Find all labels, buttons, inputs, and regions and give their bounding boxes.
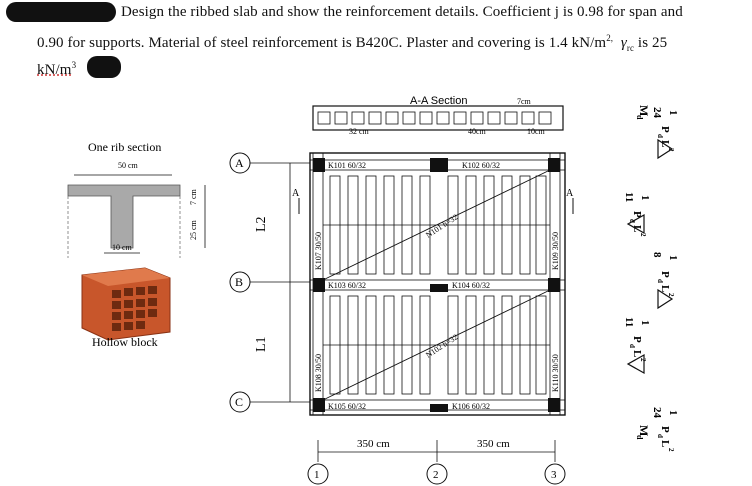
coef-den-2: 11 — [623, 192, 635, 202]
slab-plan: K101 60/32 K102 60/32 K103 60/32 K104 60… — [292, 152, 574, 416]
problem-line-2: 0.90 for supports. Material of steel rei… — [37, 33, 667, 53]
coef-num-5: 1 — [667, 410, 679, 416]
dim-topping: 32 cm — [349, 127, 370, 136]
grid-label-2: 2 — [433, 469, 439, 481]
coef-den-1: 24 — [651, 107, 663, 119]
hollow-block-image: Hollow block — [81, 267, 171, 349]
coef-num-3: 1 — [667, 255, 679, 261]
rib-depth-total: 25 cm — [189, 219, 198, 240]
coef-den-5: 24 — [651, 407, 663, 419]
beam-k106: K106 60/32 — [452, 402, 490, 411]
beam-k108: K108 30/50 — [314, 354, 323, 392]
grid-label-a: A — [235, 156, 244, 170]
coef-exp-5: 2 — [667, 448, 675, 452]
moment-triangles — [626, 138, 674, 375]
section-outline — [312, 105, 564, 131]
coef-num-1: 1 — [667, 110, 679, 116]
span-x2: 350 cm — [477, 438, 510, 450]
problem-line-2b: is 25 — [637, 35, 668, 51]
dim-rib: 10cm — [527, 127, 546, 136]
coef-term-5: P — [659, 426, 671, 433]
coef-den-4: 11 — [623, 317, 635, 327]
coef-term-4: P — [631, 336, 643, 343]
grid-label-c: C — [235, 395, 243, 409]
problem-line-2a: 0.90 for supports. Material of steel rei… — [37, 35, 607, 51]
coef-term-3: P — [659, 271, 671, 278]
beam-k101: K101 60/32 — [328, 161, 366, 170]
beam-k110: K110 30/50 — [551, 354, 560, 392]
coef-term-sub-4: d — [628, 344, 636, 348]
gamma-symbol: γ — [620, 35, 627, 51]
coef-exp-3: 2 — [667, 293, 675, 297]
beam-k104: K104 60/32 — [452, 281, 490, 290]
problem-line-1: Design the ribbed slab and show the rein… — [121, 4, 683, 20]
problem-statement: Design the ribbed slab and show the rein… — [0, 0, 752, 100]
grid-label-3: 3 — [551, 469, 557, 481]
section-mark-left: A — [292, 188, 300, 199]
beam-k105: K105 60/32 — [328, 402, 366, 411]
horizontal-dimensions: 350 cm 350 cm 1 2 3 — [307, 438, 566, 485]
redacted-text-2 — [87, 56, 121, 78]
md-label-bottom: M — [637, 425, 651, 436]
section-aa: A-A Section 32 cm 40cm 10cm 7cm — [312, 95, 564, 136]
coef-exp-4: 2 — [639, 358, 647, 362]
gamma-sub: rc — [626, 43, 635, 53]
slab-plan-figure: One rib section 50 cm 10 cm 25 cm 7 cm H… — [67, 95, 679, 485]
coef-term-l-5: L — [659, 440, 671, 447]
rib-t-shape — [67, 184, 181, 249]
section-title: A-A Section — [410, 95, 467, 107]
rib-section-title: One rib section — [88, 140, 161, 154]
coef-term-l-1: L — [659, 140, 671, 147]
coef-den-3: 8 — [651, 252, 663, 258]
moment-coefficients: M d M d 1 24 P d L 2 1 11 P d L 2 1 8 P … — [623, 105, 679, 452]
dim-block: 40cm — [468, 127, 487, 136]
block-top — [82, 268, 170, 286]
redacted-text — [6, 2, 116, 22]
problem-line-3: kN/m3 — [37, 60, 76, 79]
section-mark-right: A — [566, 188, 574, 199]
diagonal-bottom — [322, 289, 551, 401]
beam-k102: K102 60/32 — [462, 161, 500, 170]
rib-top-width: 50 cm — [118, 161, 139, 170]
span-x1: 350 cm — [357, 438, 390, 450]
diagonal-top — [322, 169, 551, 281]
coef-term-sub-3: d — [656, 279, 664, 283]
md-label-top: M — [637, 105, 651, 116]
md-sub-bottom: d — [635, 435, 644, 440]
hollow-block-label: Hollow block — [92, 335, 158, 349]
span-l1: L1 — [254, 336, 269, 352]
coef-term-sub-5: d — [656, 434, 664, 438]
slab-n101: N101 h=32 — [424, 212, 459, 239]
beam-k109: K109 30/50 — [551, 232, 560, 270]
coef-exp-2: 2 — [639, 233, 647, 237]
grid-label-1: 1 — [314, 469, 320, 481]
beam-k103: K103 60/32 — [328, 281, 366, 290]
block-holes — [112, 286, 157, 331]
rib-bottom-width: 10 cm — [112, 243, 133, 252]
md-sub-top: d — [635, 115, 644, 120]
coef-term-2: P — [631, 211, 643, 218]
coef-term-sub-2: d — [628, 219, 636, 223]
coef-num-2: 1 — [639, 195, 651, 201]
coef-term-l-3: L — [659, 285, 671, 292]
superscript-3: 3 — [71, 60, 77, 70]
span-l2: L2 — [254, 216, 269, 232]
grid-rows: A B C L2 L1 — [229, 152, 310, 413]
beam-k107: K107 30/50 — [314, 232, 323, 270]
grid-label-b: B — [235, 275, 243, 289]
unit-knm: kN/m — [37, 62, 72, 78]
coef-term-1: P — [659, 126, 671, 133]
rib-section: One rib section 50 cm 10 cm 25 cm 7 cm — [67, 140, 206, 258]
superscript-2: 2, — [606, 33, 614, 43]
coef-term-sub-1: d — [656, 134, 664, 138]
slab-n102: N102 h=32 — [424, 332, 459, 359]
coef-num-4: 1 — [639, 320, 651, 326]
dim-flange: 7cm — [517, 97, 532, 106]
rib-depth-flange: 7 cm — [189, 188, 198, 205]
coef-term-l-4: L — [631, 350, 643, 357]
